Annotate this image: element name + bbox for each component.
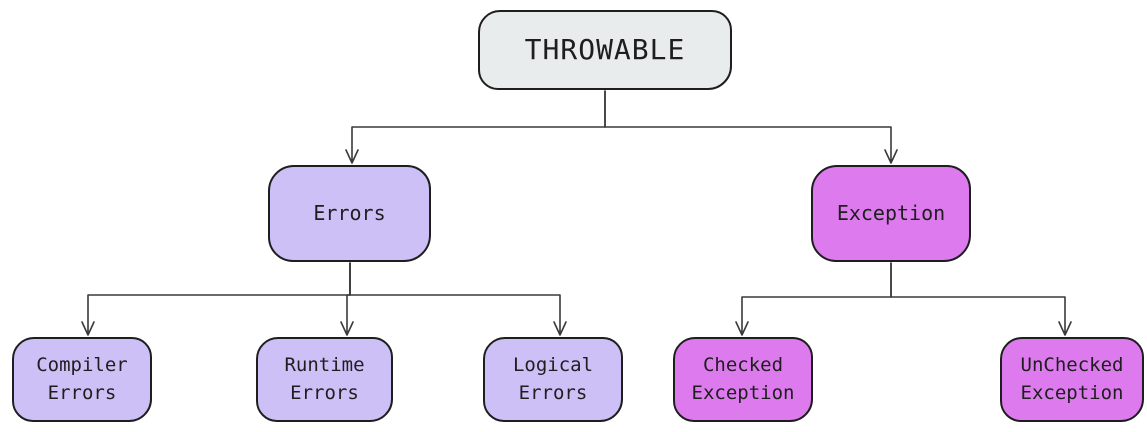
node-throwable-label: THROWABLE	[524, 32, 686, 66]
node-errors-label: Errors	[313, 201, 386, 225]
node-runtime-errors-label: Runtime Errors	[284, 353, 365, 404]
node-exception-label: Exception	[836, 201, 946, 225]
node-throwable: THROWABLE	[478, 10, 732, 90]
node-checked-exception: Checked Exception	[673, 337, 813, 422]
node-errors: Errors	[268, 165, 431, 262]
node-checked-exception-label: Checked Exception	[691, 353, 795, 404]
node-exception: Exception	[811, 165, 971, 262]
node-compiler-errors-label: Compiler Errors	[36, 353, 128, 404]
node-unchecked-exception-label: UnChecked Exception	[1020, 353, 1124, 404]
node-compiler-errors: Compiler Errors	[12, 337, 152, 422]
edge-exception-checked	[735, 262, 892, 336]
edge-throwable-exception	[604, 90, 898, 164]
edge-errors-runtime	[340, 262, 354, 336]
edge-exception-unchecked	[890, 262, 1072, 336]
node-unchecked-exception: UnChecked Exception	[1000, 337, 1144, 422]
edge-errors-compiler	[81, 262, 351, 336]
edge-errors-logical	[349, 262, 567, 336]
node-runtime-errors: Runtime Errors	[256, 337, 393, 422]
node-logical-errors-label: Logical Errors	[512, 353, 594, 404]
edge-throwable-errors	[345, 90, 606, 164]
node-logical-errors: Logical Errors	[483, 337, 623, 422]
